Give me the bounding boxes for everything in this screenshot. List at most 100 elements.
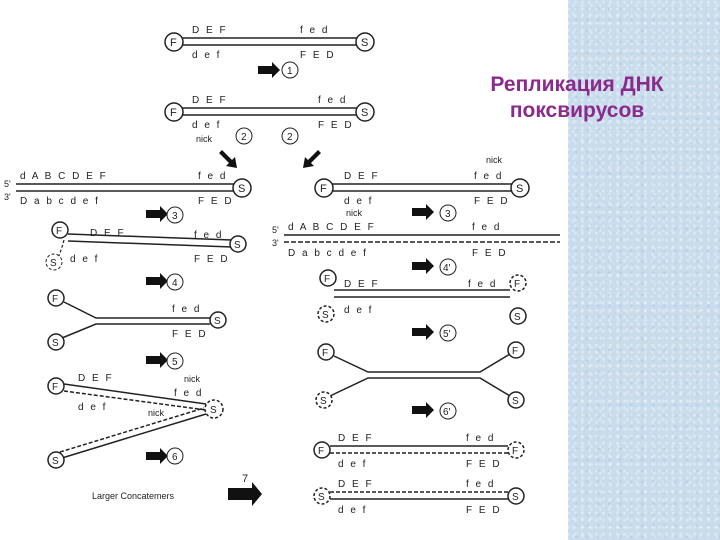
strand-label: D E F: [192, 25, 228, 36]
step-label: 1: [287, 66, 293, 77]
step-label: 4: [172, 278, 178, 289]
end-label-right: S: [516, 183, 523, 195]
molecule-left-4: F S S D E F f e d d e f F E D: [45, 221, 247, 271]
strand-label: F E D: [466, 505, 502, 516]
arrow-icon: [303, 150, 321, 168]
end-label-left: F: [514, 279, 520, 290]
strand-label: D E F: [192, 95, 228, 106]
end-label-left: F: [56, 226, 62, 237]
end-label-right: S: [50, 258, 57, 269]
strand-label: d e f: [70, 254, 99, 265]
nick-label: nick: [184, 374, 201, 384]
prime-label: 5': [4, 179, 11, 189]
step-marker: [439, 204, 457, 222]
arrow-icon: [412, 402, 434, 418]
step-marker: [235, 127, 253, 145]
strand-label: d e f: [338, 459, 367, 470]
end-label-right: S: [322, 310, 329, 321]
end-label-right: S: [514, 312, 521, 323]
strand-label: f e d: [194, 230, 223, 241]
step-label: 3: [172, 211, 178, 222]
molecule-right-6b: S S D E F d e f f e d F E D: [313, 479, 525, 516]
step-marker: [166, 352, 184, 370]
step-marker: [166, 447, 184, 465]
strand-label: F E D: [172, 329, 208, 340]
arrow-icon: [146, 206, 168, 222]
strand-label: F E D: [474, 196, 510, 207]
strand-label: d e f: [344, 305, 373, 316]
nick-label: nick: [196, 134, 213, 144]
replication-diagram: F S D E F f e d d e f F E D 1 F S D E F …: [0, 0, 568, 540]
slide-title-line-1: Репликация ДНК: [490, 73, 664, 96]
strand-label: d e f: [192, 120, 221, 131]
arrow-icon: [146, 448, 168, 464]
end-label-left: F: [512, 346, 518, 357]
step-marker: [439, 258, 457, 276]
strand-label: d e f: [338, 505, 367, 516]
slide-title: Репликация ДНК поксвирусов: [452, 72, 702, 124]
molecule-right-5: F F S S: [315, 341, 525, 409]
molecule-right-long: 5' 3' d A B C D E F D a b c d e f f e d …: [272, 222, 560, 259]
end-label-right: S: [512, 492, 519, 503]
strand-label: F E D: [300, 50, 336, 61]
strand-label: f e d: [174, 388, 203, 399]
step-marker: [281, 61, 299, 79]
strand-label: D E F: [338, 433, 374, 444]
strand-label: d e f: [344, 196, 373, 207]
molecule-left-6: F S S D E F f e d d e f nick nick: [47, 373, 224, 469]
arrow-icon: [146, 352, 168, 368]
step-label: 6: [172, 452, 178, 463]
end-label-left: F: [170, 37, 177, 49]
strand-label: D a b c d e f: [20, 196, 100, 207]
step-label: 5: [172, 357, 178, 368]
caption-larger-concatemers: Larger Concatemers: [92, 491, 175, 501]
end-label-left: F: [322, 348, 328, 359]
nick-label: nick: [346, 208, 363, 218]
arrow-icon: [412, 324, 434, 340]
replication-diagram-svg: F S D E F f e d d e f F E D 1 F S D E F …: [4, 25, 560, 516]
step-label: 7: [242, 473, 248, 485]
strand-label: F E D: [318, 120, 354, 131]
step-marker: [281, 127, 299, 145]
end-label-right: S: [210, 405, 217, 416]
molecule-right-4: F F S S D E F d e f f e d: [317, 269, 527, 325]
strand-label: f e d: [318, 95, 347, 106]
end-label-left: F: [52, 382, 58, 393]
end-label-left: F: [512, 446, 518, 457]
strand-label: D E F: [338, 479, 374, 490]
strand-label: d e f: [192, 50, 221, 61]
strand-label: F E D: [194, 254, 230, 265]
strand-label: f e d: [466, 479, 495, 490]
molecule-right-3: F S D E F f e d d e f F E D nick nick: [314, 155, 530, 218]
arrow-icon: [412, 258, 434, 274]
hairpin-end-left: [164, 32, 184, 52]
strand-label: f e d: [466, 433, 495, 444]
end-label-right: S: [320, 396, 327, 407]
strand-label: D a b c d e f: [288, 248, 368, 259]
arrow-icon: [219, 150, 237, 168]
end-label-right: S: [238, 183, 245, 195]
end-label-right: S: [52, 338, 59, 349]
end-label-right: S: [214, 316, 221, 327]
molecule-right-6a: F F D E F d e f f e d F E D: [313, 433, 525, 470]
step-marker: [166, 206, 184, 224]
step-label: 2: [287, 132, 293, 143]
strand-label: d A B C D E F: [20, 171, 108, 182]
step-label: 5': [443, 329, 451, 340]
nick-label: nick: [486, 155, 503, 165]
end-label-right: S: [361, 37, 368, 49]
strand-label: D E F: [344, 171, 380, 182]
end-label-right: S: [52, 456, 59, 467]
molecule-1: F S D E F f e d d e f F E D: [164, 25, 375, 61]
strand-label: d e f: [78, 402, 107, 413]
prime-label: 3': [4, 192, 11, 202]
strand-label: F E D: [198, 196, 234, 207]
end-label-left: F: [170, 107, 177, 119]
step-label: 6': [443, 407, 451, 418]
nick-label: nick: [148, 408, 165, 418]
molecule-left-5: F S S f e d F E D: [47, 289, 227, 351]
prime-label: 5': [272, 225, 279, 235]
molecule-left-3: 5' 3' S d A B C D E F f e d D a b c d e …: [4, 171, 252, 207]
arrow-icon: [258, 62, 280, 78]
prime-label: 3': [272, 238, 279, 248]
